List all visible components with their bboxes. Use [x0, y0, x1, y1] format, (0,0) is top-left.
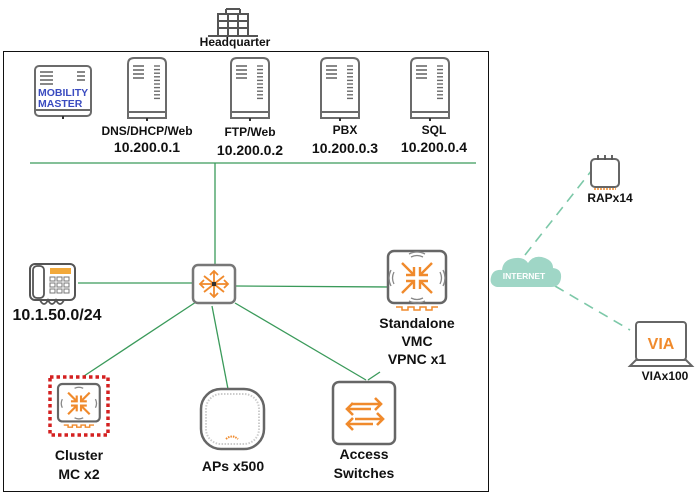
- internet-label: INTERNET: [503, 271, 546, 281]
- cluster-label-line1: Cluster: [54, 447, 104, 463]
- internet-to-via-link: [554, 285, 631, 331]
- via-screen-text: VIA: [648, 336, 675, 353]
- via-label: VIAx100: [641, 369, 689, 383]
- standalone-controller-icon[interactable]: [386, 249, 448, 311]
- internet-to-rap-link: [524, 169, 593, 256]
- internet-cloud-icon[interactable]: INTERNET: [490, 256, 562, 287]
- server-ip-ftp: 10.200.0.2: [216, 142, 284, 158]
- servers-group: [127, 57, 450, 121]
- cluster-label-line2: MC x2: [58, 466, 100, 482]
- server-icon-ftp[interactable]: [230, 57, 270, 121]
- mm-text-line1: MOBILITY: [38, 87, 88, 99]
- server-ip-dns: 10.200.0.1: [113, 139, 181, 155]
- core-to-aps-link: [211, 305, 229, 390]
- standalone-to-switches-link: [367, 371, 381, 381]
- server-label-sql: SQL: [421, 123, 447, 137]
- server-icon-pbx[interactable]: [320, 57, 360, 121]
- core-to-switches-link: [234, 302, 367, 381]
- via-laptop-icon[interactable]: VIA: [627, 321, 695, 367]
- standalone-label-line2: VMC: [401, 333, 433, 349]
- server-label-ftp: FTP/Web: [224, 125, 276, 139]
- switches-label-line2: Switches: [333, 465, 395, 481]
- server-ip-sql: 10.200.0.4: [400, 139, 468, 155]
- cluster-controller-icon[interactable]: [48, 375, 110, 437]
- server-label-pbx: PBX: [332, 123, 358, 137]
- phone-subnet-label: 10.1.50.0/24: [12, 307, 102, 324]
- access-switch-icon[interactable]: [331, 380, 397, 446]
- switches-label-line1: Access: [339, 446, 389, 462]
- server-icon-sql[interactable]: [410, 57, 450, 121]
- mobility-master-icon[interactable]: MOBILITY MASTER: [34, 65, 92, 119]
- server-ip-pbx: 10.200.0.3: [311, 140, 379, 156]
- core-to-cluster-link: [83, 301, 197, 377]
- links: [30, 162, 631, 390]
- mm-text-line2: MASTER: [38, 98, 83, 110]
- core-to-standalone-link: [235, 285, 393, 288]
- server-label-dns: DNS/DHCP/Web: [101, 124, 193, 138]
- server-icon-dns[interactable]: [127, 57, 167, 121]
- core-switch-icon[interactable]: [191, 263, 237, 305]
- rap-icon[interactable]: [590, 155, 620, 190]
- standalone-label-line3: VPNC x1: [387, 351, 447, 367]
- headquarter-boundary: [3, 51, 489, 492]
- rap-label: RAPx14: [587, 191, 633, 205]
- building-icon: [208, 8, 258, 37]
- headquarter-label: Headquarter: [199, 35, 271, 49]
- ip-phone-icon[interactable]: [29, 263, 76, 305]
- aps-label: APs x500: [201, 458, 265, 474]
- access-point-icon[interactable]: [199, 387, 266, 451]
- standalone-label-line1: Standalone: [379, 315, 455, 331]
